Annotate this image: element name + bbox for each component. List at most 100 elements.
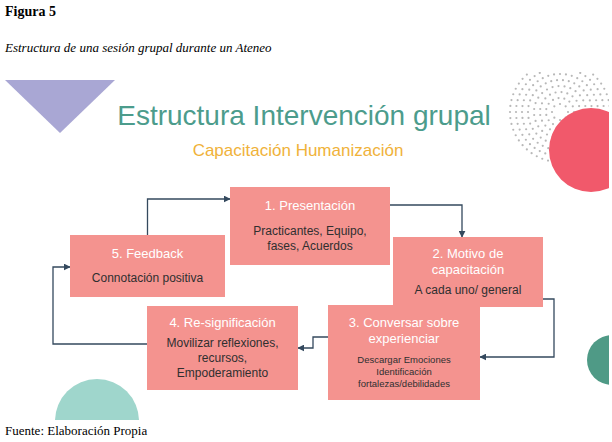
decor-dot bbox=[590, 89, 592, 91]
decor-dot bbox=[519, 93, 521, 95]
connector bbox=[148, 199, 231, 235]
decor-dot bbox=[566, 92, 568, 94]
decor-dot bbox=[525, 83, 527, 85]
decor-circle bbox=[587, 335, 609, 385]
decor-dot bbox=[602, 105, 604, 107]
process-box: 5. FeedbackConnotación positiva bbox=[70, 235, 225, 297]
decor-dot bbox=[541, 130, 543, 132]
decor-dot bbox=[601, 99, 603, 101]
decor-dot bbox=[581, 80, 583, 82]
source-note: Fuente: Elaboración Propia bbox=[5, 423, 405, 439]
connector bbox=[390, 205, 462, 237]
decor-dot bbox=[557, 85, 559, 87]
decor-dot bbox=[572, 105, 574, 107]
decor-dot bbox=[552, 99, 554, 101]
decor-dot bbox=[539, 114, 541, 116]
decor-dot bbox=[544, 152, 546, 154]
decor-dot bbox=[603, 88, 605, 90]
decor-dot bbox=[579, 72, 581, 74]
decor-dot bbox=[523, 123, 525, 125]
decor-dot bbox=[515, 111, 517, 113]
decor-dot bbox=[595, 99, 597, 101]
decor-dot bbox=[532, 94, 534, 96]
decor-dot bbox=[556, 79, 558, 81]
decor-dot bbox=[539, 108, 541, 110]
box-body: Descargar Emociones Identificación forta… bbox=[336, 354, 472, 390]
decor-dot bbox=[529, 143, 531, 145]
process-box: 1. PresentaciónPracticantes, Equipo, fas… bbox=[230, 187, 390, 265]
decor-dot bbox=[600, 82, 602, 84]
decor-dot bbox=[545, 82, 547, 84]
decor-dot bbox=[536, 155, 538, 157]
decor-dot bbox=[521, 78, 523, 80]
decor-dot bbox=[559, 73, 561, 75]
decor-dot bbox=[567, 111, 569, 113]
decor-dot bbox=[527, 111, 529, 113]
decor-dot bbox=[521, 88, 523, 90]
process-box: 3. Conversar sobre experienciarDescargar… bbox=[328, 305, 480, 400]
decor-dot bbox=[596, 105, 598, 107]
decor-dot bbox=[521, 105, 523, 107]
decor-dot bbox=[534, 120, 536, 122]
box-heading: 3. Conversar sobre experienciar bbox=[336, 315, 472, 348]
box-body: A cada uno/ general bbox=[415, 283, 522, 298]
decor-dot bbox=[534, 147, 536, 149]
decor-dot bbox=[523, 99, 525, 101]
decor-dot bbox=[537, 142, 539, 144]
decor-dot bbox=[596, 78, 598, 80]
diagram-title: Estructura Intervención grupal bbox=[92, 100, 516, 132]
decor-dot bbox=[584, 75, 586, 77]
decor-dot bbox=[545, 114, 547, 116]
decor-dot bbox=[539, 150, 541, 152]
decor-dot bbox=[535, 89, 537, 91]
decor-dot bbox=[586, 94, 588, 96]
decor-dot bbox=[544, 125, 546, 127]
decor-dot bbox=[539, 72, 541, 74]
decor-dot bbox=[552, 123, 554, 125]
box-body: Movilizar reflexiones, recursos, Empoder… bbox=[155, 336, 290, 381]
decor-dot bbox=[563, 85, 565, 87]
decor-dot bbox=[606, 93, 608, 95]
decor-dot bbox=[525, 94, 527, 96]
decor-dot bbox=[518, 82, 520, 84]
decor-dot bbox=[593, 83, 595, 85]
decor-dot bbox=[586, 84, 588, 86]
decor-dot bbox=[532, 138, 534, 140]
decor-dot bbox=[542, 145, 544, 147]
decor-dot bbox=[607, 99, 609, 101]
decor-dot bbox=[540, 136, 542, 138]
box-heading: 4. Re-significación bbox=[169, 315, 275, 331]
decor-dot bbox=[529, 99, 531, 101]
box-heading: 2. Motivo de capacitación bbox=[401, 246, 535, 279]
box-body: Practicantes, Equipo, fases, Acuerdos bbox=[238, 224, 382, 254]
decor-dot bbox=[532, 84, 534, 86]
decor-dot bbox=[547, 75, 549, 77]
decor-dot bbox=[547, 159, 549, 161]
decor-dot bbox=[510, 123, 512, 125]
decor-dot bbox=[582, 99, 584, 101]
decor-dot bbox=[545, 140, 547, 142]
decor-dot bbox=[550, 80, 552, 82]
decor-dot bbox=[537, 80, 539, 82]
decor-dot bbox=[548, 103, 550, 105]
decor-circle bbox=[549, 108, 609, 192]
decor-dot bbox=[541, 120, 543, 122]
decor-dot bbox=[526, 148, 528, 150]
decor-circle bbox=[55, 379, 139, 420]
decor-dot bbox=[517, 123, 519, 125]
decor-dot bbox=[534, 102, 536, 104]
box-heading: 1. Presentación bbox=[265, 198, 355, 214]
decor-dot bbox=[526, 73, 528, 75]
decor-dot bbox=[533, 114, 535, 116]
decor-dot bbox=[525, 139, 527, 141]
decor-dot bbox=[554, 91, 556, 93]
decor-triangle bbox=[5, 80, 115, 133]
decor-dot bbox=[541, 92, 543, 94]
decor-dot bbox=[518, 139, 520, 141]
decor-dot bbox=[609, 105, 610, 107]
decor-dot bbox=[540, 85, 542, 87]
decor-dot bbox=[571, 75, 573, 77]
decor-dot bbox=[559, 119, 561, 121]
decor-dot bbox=[578, 85, 580, 87]
